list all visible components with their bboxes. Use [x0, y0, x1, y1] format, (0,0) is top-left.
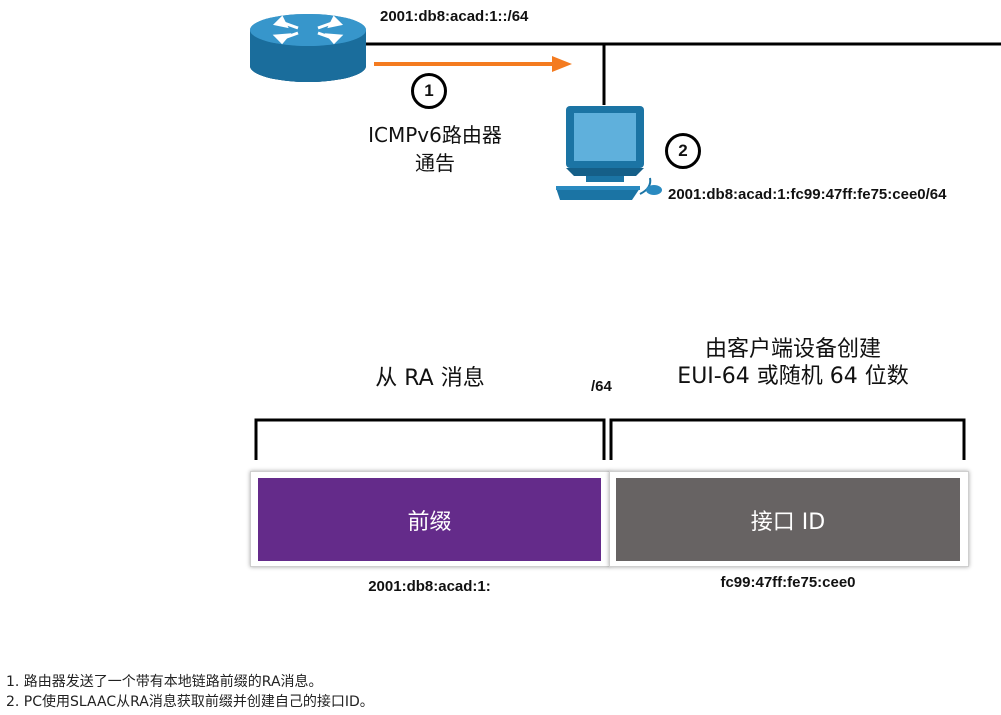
step-2-badge: 2	[665, 133, 701, 169]
left-heading: 从 RA 消息	[375, 366, 485, 391]
prefix-bracket	[254, 418, 606, 460]
interface-id-value: fc99:47ff:fe75:cee0	[720, 574, 856, 591]
step-1-badge: 1	[411, 73, 447, 109]
right-heading: 由客户端设备创建 EUI-64 或随机 64 位数	[648, 336, 938, 390]
ra-arrow	[374, 56, 572, 72]
note-item-2: 2. PC使用SLAAC从RA消息获取前缀并创建自己的接口ID。	[6, 694, 374, 710]
note-item-1: 1. 路由器发送了一个带有本地链路前缀的RA消息。	[6, 674, 323, 690]
notes-list: 1. 路由器发送了一个带有本地链路前缀的RA消息。 2. PC使用SLAAC从R…	[6, 672, 374, 712]
prefix-box: 前缀	[258, 478, 601, 561]
router-icon	[250, 14, 366, 82]
interface-bracket	[609, 418, 966, 460]
pc-icon	[556, 106, 662, 200]
ra-caption-line1: ICMPv6路由器	[368, 123, 502, 147]
right-heading-line1: 由客户端设备创建	[704, 337, 881, 362]
right-heading-line2: EUI-64 或随机 64 位数	[677, 364, 909, 389]
interface-id-box: 接口 ID	[616, 478, 960, 561]
network-diagram	[250, 14, 1001, 200]
network-prefix-label: 2001:db8:acad:1::/64	[380, 8, 529, 25]
prefix-length-label: /64	[591, 378, 612, 395]
prefix-value: 2001:db8:acad:1:	[368, 578, 491, 595]
pc-address-label: 2001:db8:acad:1:fc99:47ff:fe75:cee0/64	[668, 186, 947, 203]
ra-caption: ICMPv6路由器 通告	[330, 121, 540, 177]
brackets	[254, 418, 966, 460]
ra-caption-line2: 通告	[415, 151, 455, 175]
